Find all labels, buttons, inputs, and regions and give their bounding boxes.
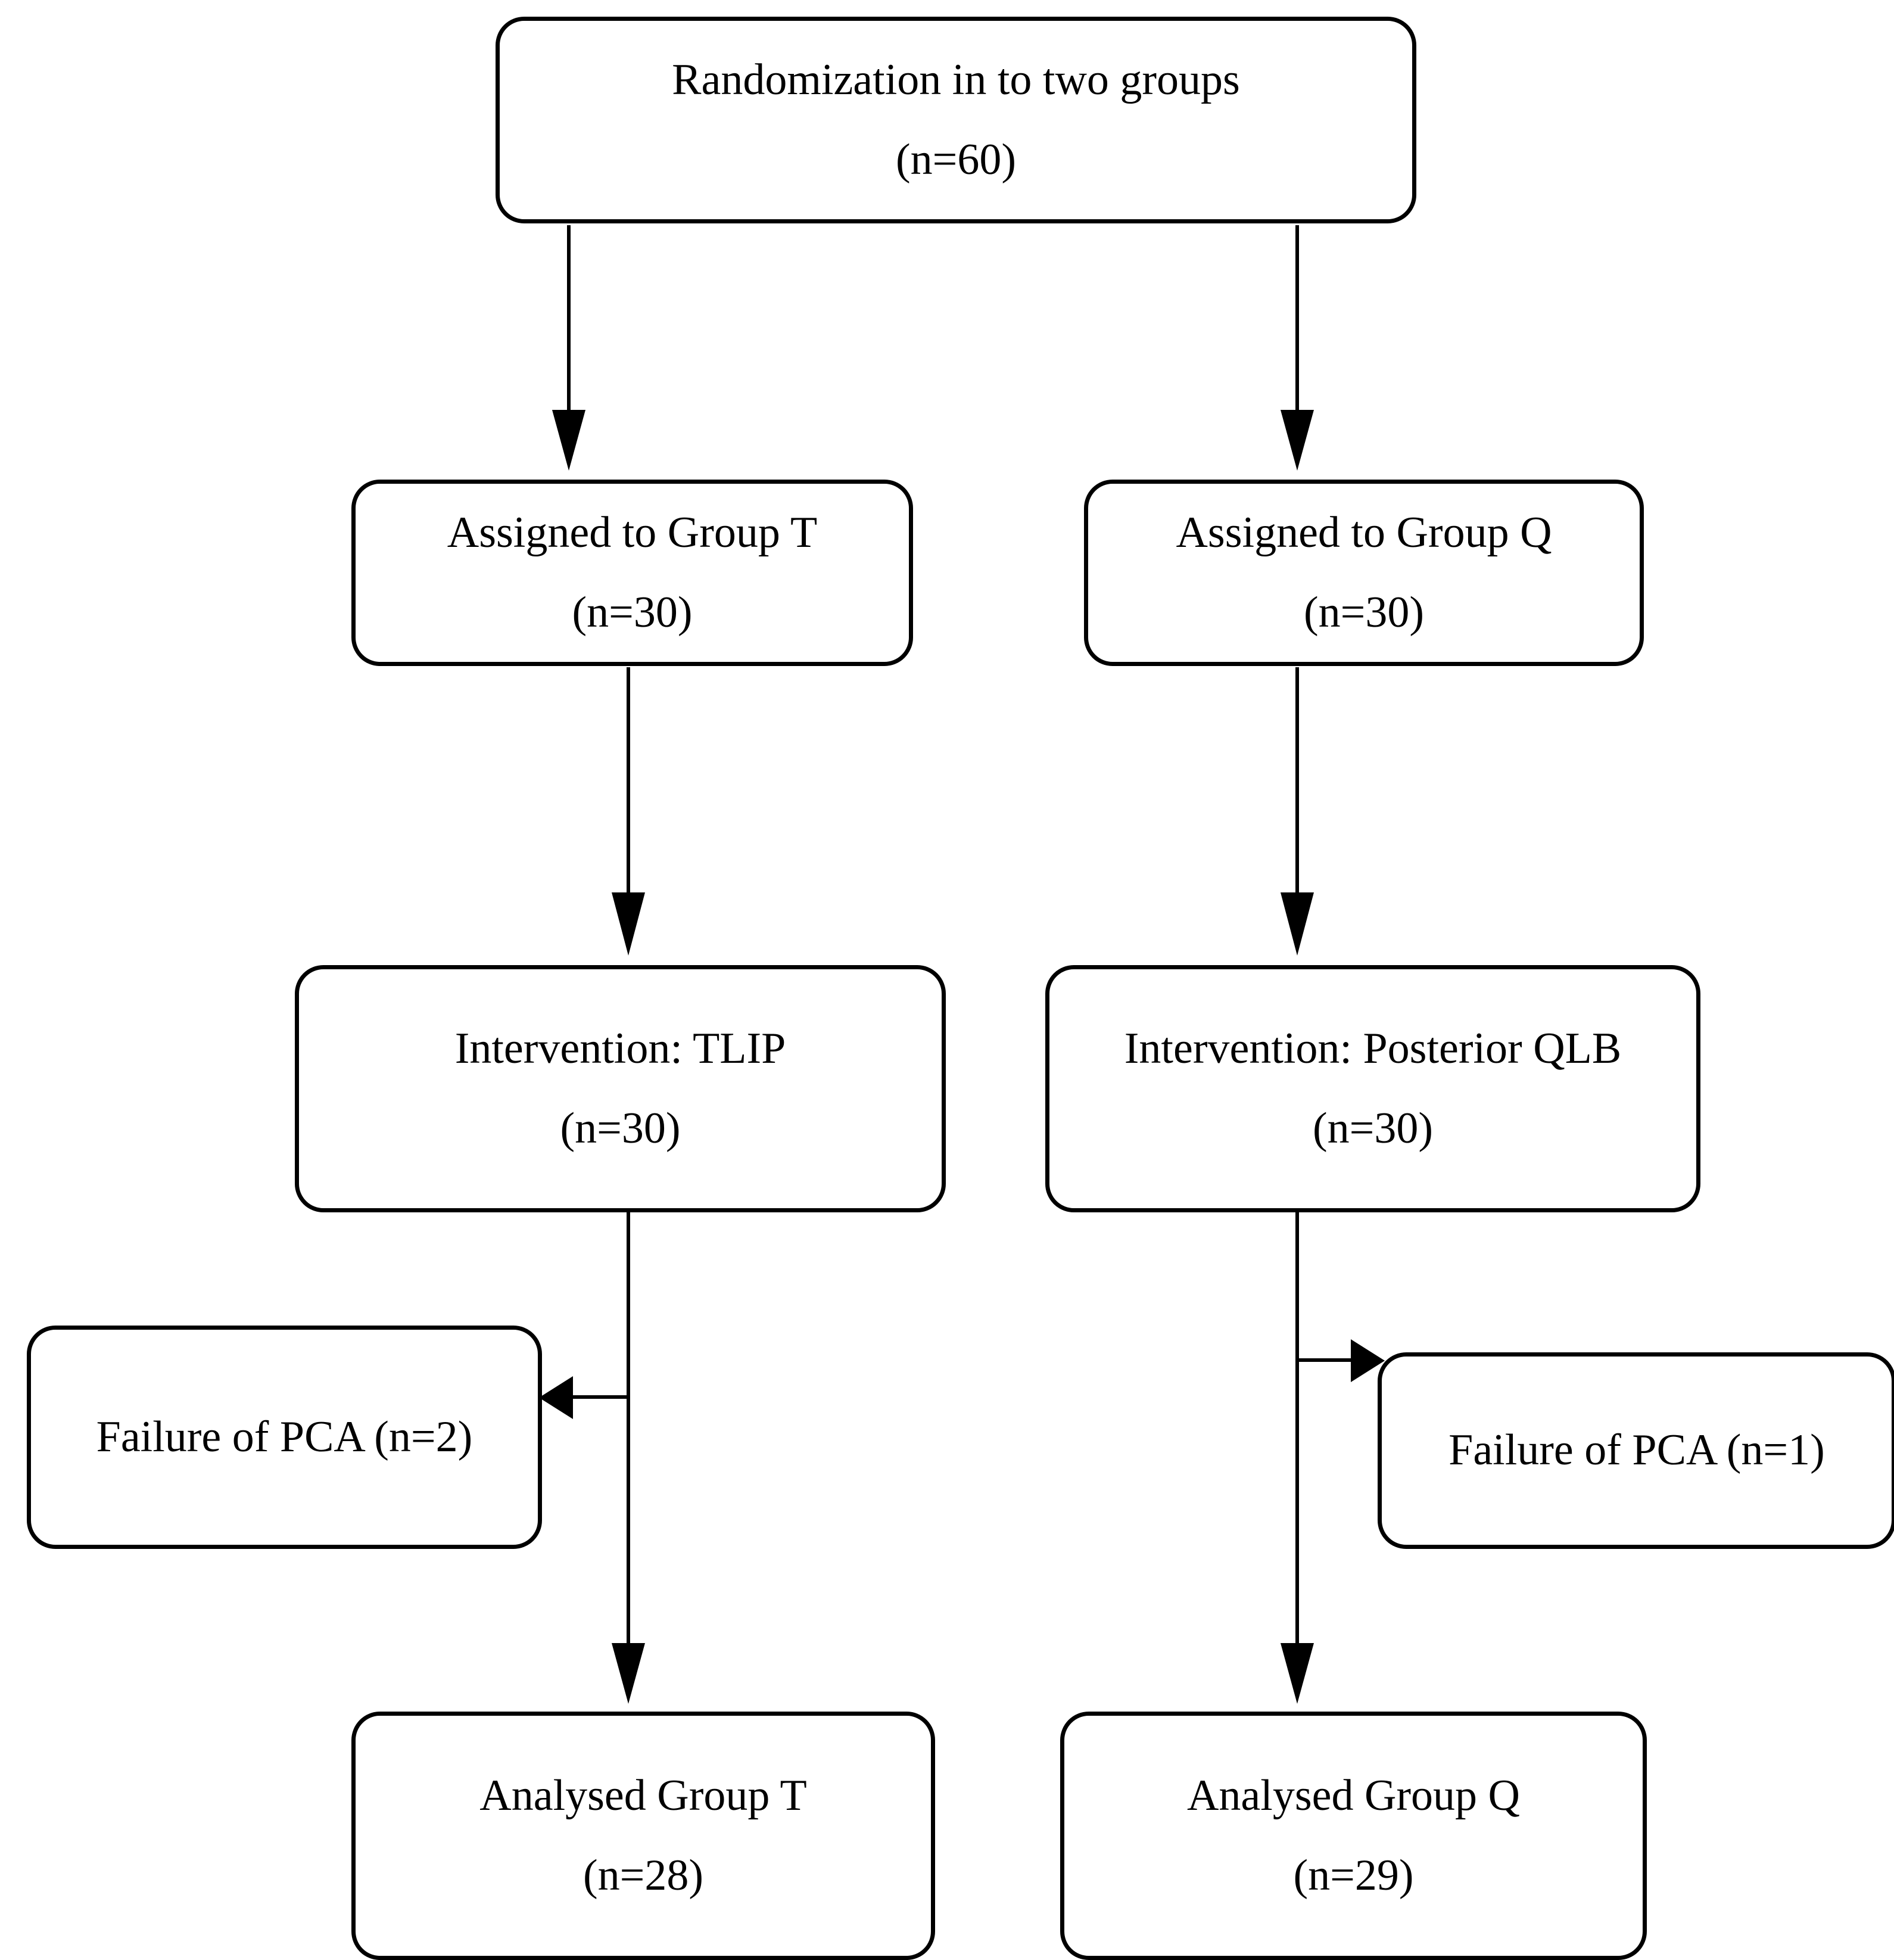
node-analysed-group-t-title: Analysed Group T [479, 1771, 807, 1821]
node-analysed-group-q[interactable]: Analysed Group Q (n=29) [1060, 1712, 1647, 1960]
edge-assigned-q-to-intervention-q [1281, 667, 1314, 956]
node-assigned-group-q-count: (n=30) [1303, 587, 1425, 637]
edge-randomization-to-assigned-q [1281, 225, 1314, 471]
edge-assigned-t-to-intervention-t [612, 667, 645, 956]
node-intervention-tlip-title: Intervention: TLIP [454, 1024, 786, 1074]
node-failure-of-pca-group-q[interactable]: Failure of PCA (n=1) [1378, 1352, 1894, 1549]
node-randomization[interactable]: Randomization in to two groups (n=60) [496, 17, 1416, 223]
node-assigned-group-t[interactable]: Assigned to Group T (n=30) [351, 480, 913, 666]
node-randomization-count: (n=60) [895, 135, 1017, 184]
node-assigned-group-t-title: Assigned to Group T [447, 508, 818, 558]
node-intervention-posterior-qlb[interactable]: Intervention: Posterior QLB (n=30) [1045, 965, 1700, 1212]
edge-randomization-to-assigned-t [552, 225, 585, 471]
edge-intervention-t-to-failure-t [539, 1376, 628, 1419]
node-intervention-tlip[interactable]: Intervention: TLIP (n=30) [295, 965, 946, 1212]
node-assigned-group-q-title: Assigned to Group Q [1176, 508, 1552, 558]
edge-intervention-t-to-analysed-t [612, 1200, 645, 1704]
node-failure-of-pca-group-t-label: Failure of PCA (n=2) [96, 1412, 473, 1461]
node-analysed-group-t-count: (n=28) [582, 1850, 704, 1900]
node-failure-of-pca-group-q-label: Failure of PCA (n=1) [1448, 1426, 1825, 1475]
edge-intervention-q-to-failure-q [1297, 1339, 1385, 1382]
node-intervention-tlip-count: (n=30) [560, 1103, 681, 1153]
node-analysed-group-q-count: (n=29) [1293, 1850, 1414, 1900]
node-failure-of-pca-group-t[interactable]: Failure of PCA (n=2) [27, 1326, 542, 1549]
node-assigned-group-t-count: (n=30) [572, 587, 693, 637]
edge-intervention-q-to-analysed-q [1281, 1200, 1314, 1704]
node-intervention-posterior-qlb-title: Intervention: Posterior QLB [1124, 1024, 1622, 1074]
node-analysed-group-q-title: Analysed Group Q [1186, 1771, 1520, 1821]
node-randomization-title: Randomization in to two groups [672, 55, 1240, 105]
node-assigned-group-q[interactable]: Assigned to Group Q (n=30) [1084, 480, 1644, 666]
node-analysed-group-t[interactable]: Analysed Group T (n=28) [351, 1712, 935, 1960]
node-intervention-posterior-qlb-count: (n=30) [1312, 1103, 1434, 1153]
